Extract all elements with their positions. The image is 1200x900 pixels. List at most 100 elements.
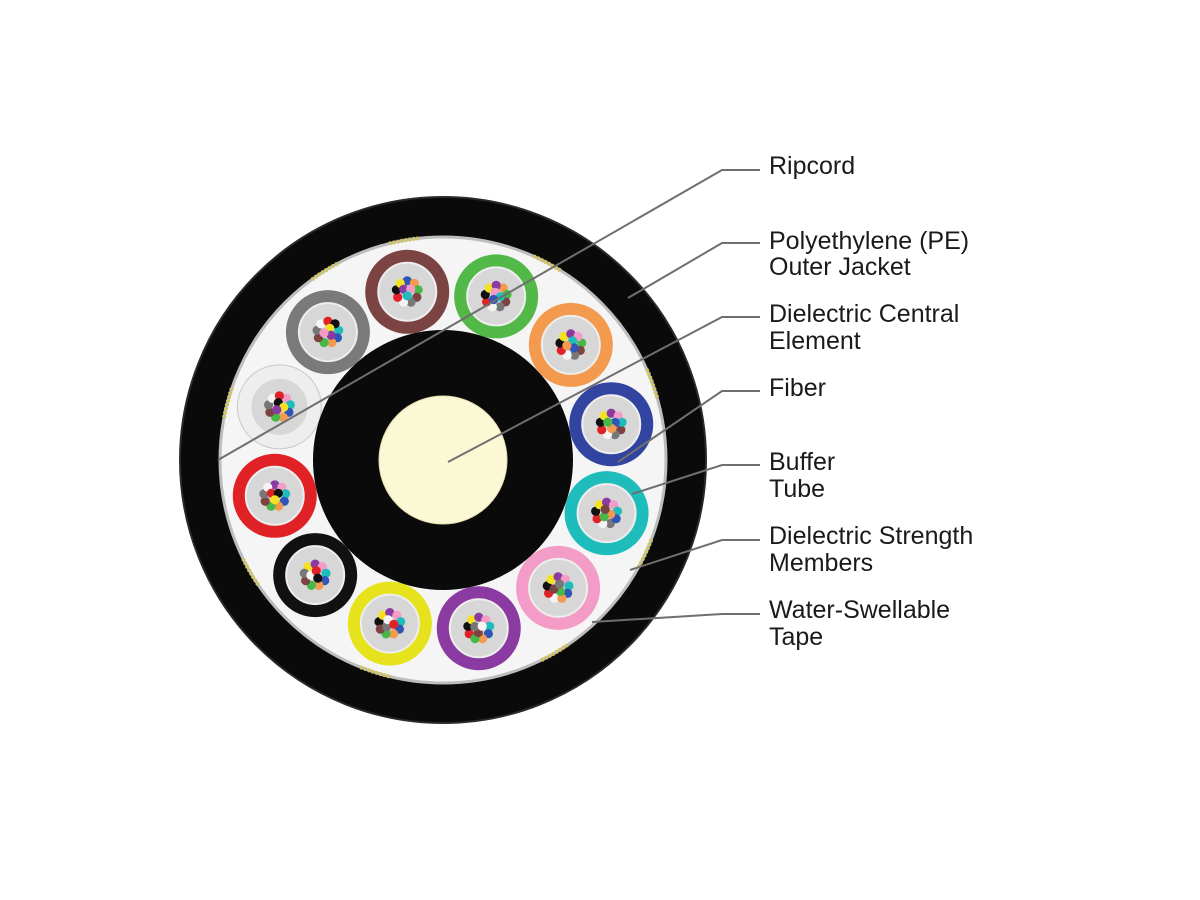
buffer-tube-black [273, 533, 358, 618]
fiber [597, 425, 607, 435]
label-fiber: Fiber [769, 374, 826, 402]
leader-buffer-tube [631, 464, 760, 495]
fiber [310, 559, 320, 569]
fiber [327, 337, 337, 348]
fiber [553, 572, 563, 582]
fiber [606, 408, 616, 418]
label-buffer-tube: Buffer Tube [769, 448, 842, 503]
fiber [554, 579, 565, 589]
label-fiber-line1: Fiber [769, 374, 826, 402]
fiber [562, 341, 572, 351]
fiber [559, 331, 569, 342]
label-strength-members-line2: Members [769, 549, 873, 577]
fiber [389, 619, 399, 629]
label-water-tape: Water-Swellable Tape [769, 596, 957, 651]
fiber [316, 319, 326, 329]
buffer-tube-violet [436, 586, 521, 671]
fiber [592, 514, 602, 524]
leader-strength-members [629, 539, 760, 571]
strength-yarn [240, 556, 260, 586]
strength-yarn [636, 539, 654, 570]
fiber [485, 621, 495, 631]
buffer-tube-red [232, 453, 317, 538]
label-ripcord: Ripcord [769, 152, 855, 180]
fiber [495, 302, 505, 312]
label-central-element-line2: Element [769, 327, 861, 355]
fiber [270, 495, 280, 505]
fiber [323, 316, 333, 326]
fiber [402, 276, 412, 286]
dielectric-central-element [378, 395, 508, 525]
label-strength-members-line1: Dielectric Strength [769, 522, 973, 550]
fiber [319, 328, 329, 338]
buffer-tube-yellow [347, 581, 432, 666]
leader-central-element [447, 316, 760, 463]
fiber [311, 566, 321, 576]
fiber [566, 329, 576, 339]
leader-lines [217, 169, 760, 623]
fiber [491, 280, 501, 290]
fiber [477, 621, 487, 631]
fiber [603, 417, 613, 427]
label-water-tape-line1: Water-Swellable [769, 596, 950, 624]
label-water-tape-line2: Tape [769, 623, 823, 651]
fiber [281, 489, 291, 499]
label-outer-jacket-line1: Polyethylene (PE) [769, 227, 969, 255]
fiber [279, 402, 289, 412]
fiber [546, 574, 556, 585]
fiber [389, 629, 399, 639]
fiber [396, 617, 406, 627]
fiber [569, 343, 579, 353]
fiber [393, 292, 403, 302]
buffer-tube-orange [528, 302, 613, 387]
buffer-tube-green [454, 254, 539, 339]
label-strength-members: Dielectric Strength Members [769, 522, 980, 577]
fiber [600, 504, 610, 514]
callout-labels: Ripcord Polyethylene (PE) Outer Jacket D… [769, 152, 980, 651]
fiber [413, 285, 423, 295]
fiber [265, 407, 275, 417]
fiber [270, 480, 280, 490]
label-outer-jacket: Polyethylene (PE) Outer Jacket [769, 227, 976, 281]
leader-ripcord [217, 169, 760, 461]
strength-yarn [644, 368, 660, 400]
strength-yarn [358, 664, 390, 679]
label-buffer-tube-line1: Buffer [769, 448, 835, 476]
label-central-element: Dielectric Central Element [769, 300, 966, 355]
fiber [402, 291, 412, 301]
buffer-tube-white [236, 364, 322, 450]
fiber [278, 412, 288, 422]
strength-yarn [222, 386, 234, 418]
leader-fiber [617, 390, 760, 463]
label-outer-jacket-line2: Outer Jacket [769, 253, 911, 281]
label-ripcord-line1: Ripcord [769, 152, 855, 180]
fiber [602, 497, 612, 507]
fiber [314, 580, 324, 591]
cable-cross-section [179, 196, 707, 724]
strength-yarn [388, 236, 420, 246]
fiber [326, 330, 336, 340]
strength-yarn [532, 254, 563, 273]
fiber [564, 581, 574, 591]
fiber [570, 350, 580, 360]
leader-water-tape [591, 613, 760, 623]
fiber [260, 496, 270, 506]
buffer-tube-aqua [564, 471, 649, 556]
fiber [321, 568, 331, 578]
fiber [272, 405, 282, 415]
fiber [474, 612, 484, 622]
label-central-element-line1: Dielectric Central [769, 300, 959, 328]
leader-outer-jacket [627, 242, 760, 299]
buffer-tube-brown [365, 249, 450, 334]
buffer-tube-blue [569, 382, 654, 467]
buffer-tubes [232, 249, 654, 671]
fiber [470, 621, 480, 632]
fiber [599, 512, 609, 522]
fiber [385, 608, 395, 618]
fiber [617, 417, 627, 427]
label-buffer-tube-line2: Tube [769, 475, 825, 503]
buffer-tube-slate [285, 290, 370, 375]
buffer-tube-rose [516, 545, 601, 630]
fiber [382, 622, 392, 632]
